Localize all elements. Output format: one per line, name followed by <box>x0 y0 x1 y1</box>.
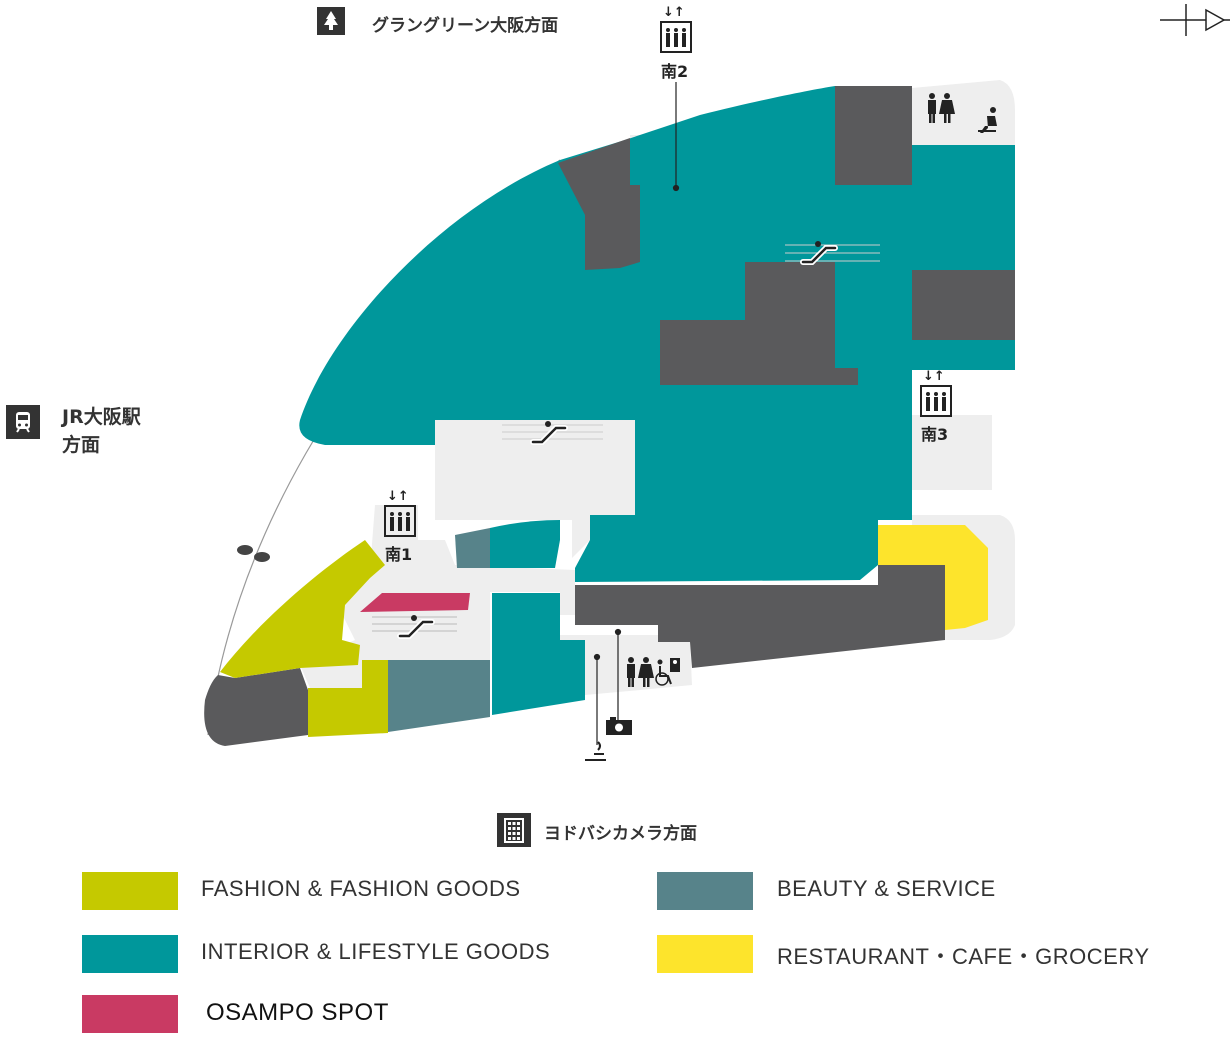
escalator-icon <box>372 615 457 639</box>
svg-text:↓↑: ↓↑ <box>387 489 409 504</box>
zone-fashion <box>220 540 388 737</box>
accessible-toilet-icon <box>655 659 672 686</box>
elevator-icon: ↓↑ <box>384 489 416 537</box>
leader-lines <box>593 82 680 745</box>
nursing-room-icon <box>978 107 997 133</box>
zone-interior <box>299 86 1015 715</box>
smoking-area-icon <box>585 741 606 761</box>
zone-osampo <box>360 593 470 612</box>
zone-beauty <box>388 528 490 732</box>
baby-care-icon <box>670 658 680 672</box>
restroom-icon <box>928 93 955 123</box>
camera-icon <box>606 717 632 735</box>
elevator-icon: ↓↑ <box>660 5 692 53</box>
footprint-icon <box>237 545 270 562</box>
svg-text:↓↑: ↓↑ <box>663 5 685 20</box>
restroom-icon <box>627 657 654 687</box>
zone-restaurant <box>878 525 988 630</box>
escalator-icon <box>502 421 603 445</box>
elevator-icon: ↓↑ <box>920 369 952 417</box>
zone-dark-stores <box>204 86 1015 746</box>
north-arrow-icon <box>1160 4 1230 36</box>
svg-text:↓↑: ↓↑ <box>923 369 945 384</box>
escalator-icon <box>785 241 880 265</box>
